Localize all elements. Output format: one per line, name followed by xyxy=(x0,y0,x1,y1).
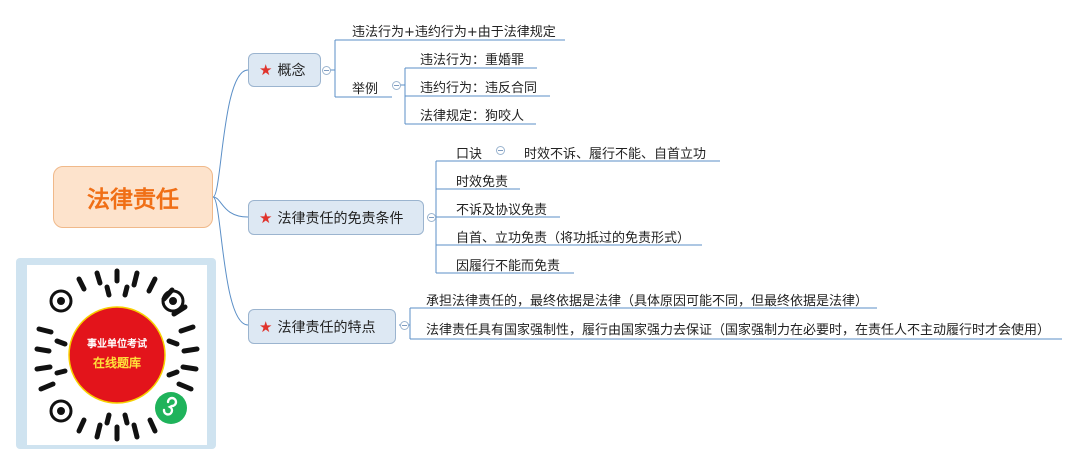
example-legal-provision: 法律规定：狗咬人 xyxy=(420,109,525,124)
exemption-item: 因履行不能而免责 xyxy=(456,259,561,274)
collapse-icon[interactable] xyxy=(496,146,505,155)
qr-code-pattern xyxy=(34,268,200,442)
collapse-icon[interactable] xyxy=(427,213,436,222)
branch-concept-label: 概念 xyxy=(277,63,306,79)
exemption-item: 时效免责 xyxy=(456,175,509,190)
concept-definition: 违法行为+违约行为+由于法律规定 xyxy=(352,25,556,40)
concept-examples-label: 举例 xyxy=(352,82,379,97)
example-breach-contract: 违约行为：违反合同 xyxy=(420,81,538,96)
qr-line-2: 在线题库 xyxy=(92,356,141,370)
exemption-item: 自首、立功免责（将功抵过的免责形式） xyxy=(456,231,691,246)
mnemonic-text: 时效不诉、履行不能、自首立功 xyxy=(524,147,707,162)
branch-exemption-label: 法律责任的免责条件 xyxy=(277,210,404,227)
mnemonic-label: 口诀 xyxy=(456,147,483,162)
branch-characteristics-label: 法律责任的特点 xyxy=(277,319,376,336)
branch-concept[interactable]: ★ 概念 xyxy=(248,53,321,87)
example-illegal-act: 违法行为：重婚罪 xyxy=(420,53,525,68)
collapse-icon[interactable] xyxy=(392,81,401,90)
collapse-icon[interactable] xyxy=(400,321,409,330)
qr-code[interactable]: 事业单位考试 在线题库 xyxy=(27,265,207,445)
branch-exemption-conditions[interactable]: ★ 法律责任的免责条件 xyxy=(248,200,424,235)
star-icon: ★ xyxy=(259,61,273,79)
characteristic-item: 法律责任具有国家强制性，履行由国家强力去保证（国家强制力在必要时，在责任人不主动… xyxy=(426,323,1051,338)
root-label: 法律责任 xyxy=(87,187,179,213)
collapse-icon[interactable] xyxy=(322,66,331,75)
star-icon: ★ xyxy=(259,208,273,227)
root-node[interactable]: 法律责任 xyxy=(53,166,213,228)
exemption-item: 不诉及协议免责 xyxy=(456,203,548,218)
branch-characteristics[interactable]: ★ 法律责任的特点 xyxy=(248,309,396,344)
star-icon: ★ xyxy=(259,317,273,336)
characteristic-item: 承担法律责任的，最终依据是法律（具体原因可能不同，但最终依据是法律） xyxy=(426,294,869,309)
qr-line-1: 事业单位考试 xyxy=(87,339,147,350)
